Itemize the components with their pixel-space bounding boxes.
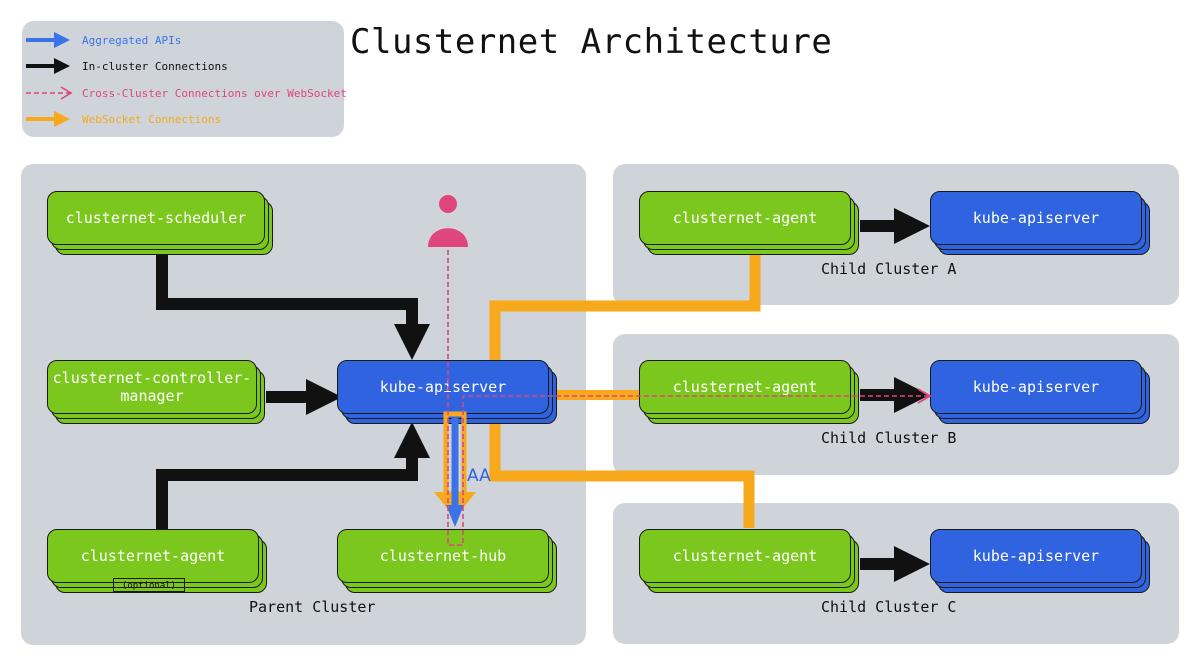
aggregated-api-arrowhead	[446, 505, 464, 527]
diagram-title: Clusternet Architecture	[350, 22, 833, 62]
child-b-agent-label: clusternet-agent	[672, 378, 818, 396]
child-cluster-c-label: Child Cluster C	[821, 598, 957, 616]
agent-to-apiserver-arrow	[156, 422, 430, 530]
user-icon	[428, 195, 468, 247]
clusternet-controller-manager-label: clusternet-controller-manager	[52, 369, 252, 405]
aa-label: AA	[467, 466, 491, 486]
legend-incluster-label: In-cluster Connections	[82, 60, 228, 73]
child-a-agent-label: clusternet-agent	[672, 209, 818, 227]
child-cluster-a-label: Child Cluster A	[821, 260, 957, 278]
cross-cluster-websocket-path	[447, 250, 930, 546]
parent-clusternet-agent-label: clusternet-agent	[80, 547, 226, 565]
legend-websocket-label: WebSocket Connections	[82, 113, 222, 126]
parent-cluster-label: Parent Cluster	[249, 598, 376, 616]
child-b-apiserver-label: kube-apiserver	[972, 378, 1100, 396]
cross-cluster-arrowhead	[917, 388, 932, 404]
clusternet-hub-label: clusternet-hub	[379, 547, 507, 565]
legend-crosscluster-arrowhead	[60, 86, 73, 100]
scheduler-to-apiserver-arrow	[156, 253, 430, 360]
optional-tag: (optional)	[113, 578, 185, 592]
legend-aggregated-label: Aggregated APIs	[82, 34, 182, 47]
websocket-line-a	[489, 252, 761, 362]
legend-panel	[22, 21, 344, 137]
websocket-line-c	[489, 418, 755, 528]
child-a-apiserver-label: kube-apiserver	[972, 209, 1100, 227]
child-c-agent-label: clusternet-agent	[672, 547, 818, 565]
clusternet-scheduler-label: clusternet-scheduler	[65, 209, 247, 227]
legend-crosscluster-label: Cross-Cluster Connections over WebSocket	[82, 87, 347, 100]
child-c-apiserver-label: kube-apiserver	[972, 547, 1100, 565]
parent-kube-apiserver-label: kube-apiserver	[379, 378, 507, 396]
child-cluster-b-label: Child Cluster B	[821, 429, 957, 447]
